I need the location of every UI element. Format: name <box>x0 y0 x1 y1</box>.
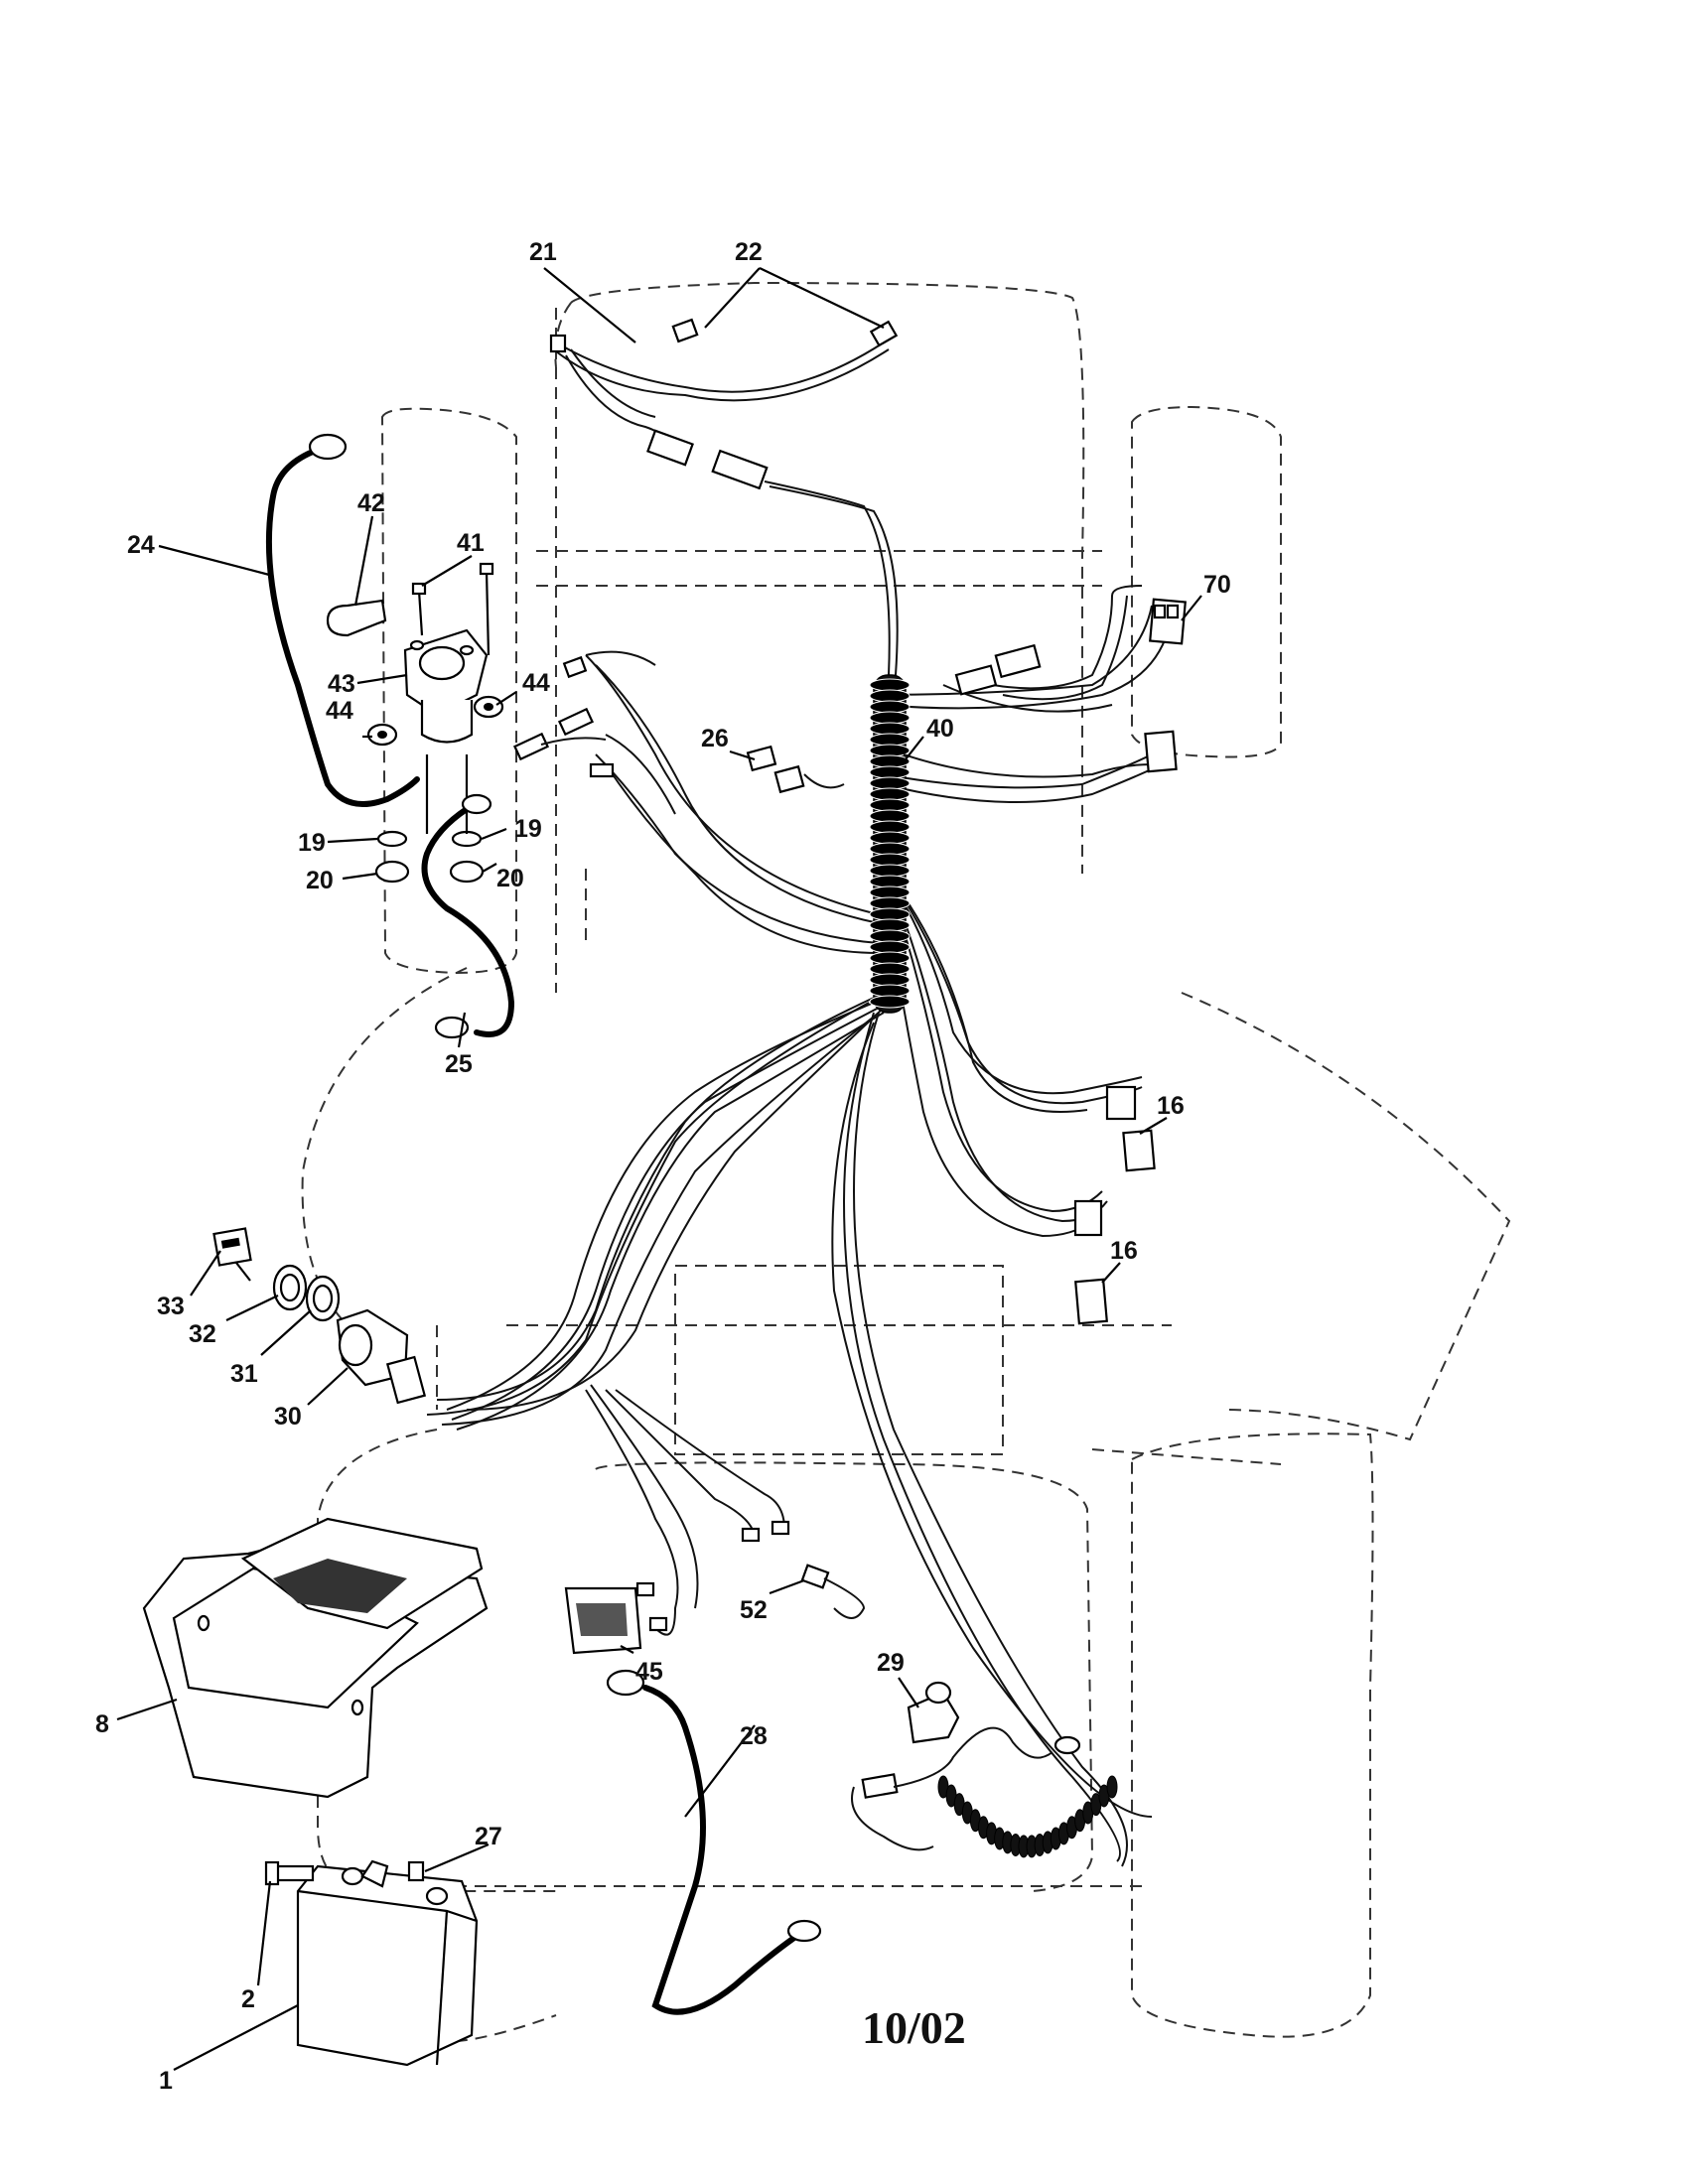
headlight-harness <box>549 318 899 676</box>
loom-ring <box>869 896 911 910</box>
label-45: 45 <box>635 1658 663 1686</box>
loom-ring <box>869 907 911 921</box>
label-20-left: 20 <box>306 867 334 894</box>
label-52: 52 <box>740 1596 768 1624</box>
loom-ring <box>869 842 911 856</box>
small-connectors <box>512 650 845 815</box>
label-44-right: 44 <box>522 669 550 697</box>
label-2: 2 <box>241 1985 255 2013</box>
loom-ring <box>869 809 911 823</box>
loom-ring <box>869 820 911 834</box>
loom-ring <box>869 689 911 703</box>
label-40: 40 <box>926 715 954 743</box>
chassis-outline <box>301 281 1511 2043</box>
label-44-left: 44 <box>326 697 353 725</box>
wire-loom <box>869 674 911 1014</box>
leader-lines <box>116 267 1202 2071</box>
label-16-lower: 16 <box>1110 1237 1138 1265</box>
loom-ring <box>869 995 911 1009</box>
loom-ring <box>869 886 911 899</box>
label-32: 32 <box>189 1320 216 1348</box>
label-27: 27 <box>475 1823 502 1850</box>
loom-ring <box>869 918 911 932</box>
label-43: 43 <box>328 670 355 698</box>
loom-ring <box>869 973 911 987</box>
loom-ring <box>869 853 911 867</box>
main-harness-bundle <box>426 605 1173 1867</box>
label-24: 24 <box>127 531 155 559</box>
label-22: 22 <box>735 238 763 266</box>
right-connectors <box>903 585 1187 1325</box>
label-41: 41 <box>457 529 485 557</box>
loom-ring <box>869 864 911 878</box>
cables <box>265 433 822 2015</box>
loom-ring <box>869 875 911 888</box>
misc-parts <box>564 1564 1118 1858</box>
callout-labels: 21 22 24 42 41 43 44 44 19 19 20 20 25 2… <box>95 238 1231 2095</box>
label-19-left: 19 <box>298 829 326 857</box>
label-20-right: 20 <box>496 865 524 892</box>
loom-ring <box>869 765 911 779</box>
label-19-right: 19 <box>514 815 542 843</box>
loom-ring <box>869 984 911 998</box>
loom-ring <box>869 798 911 812</box>
loom-ring <box>869 951 911 965</box>
loom-ring <box>869 776 911 790</box>
label-29: 29 <box>877 1649 905 1677</box>
loom-ring <box>869 940 911 954</box>
label-16-upper: 16 <box>1157 1092 1185 1120</box>
loom-ring <box>869 733 911 747</box>
label-25: 25 <box>445 1050 473 1078</box>
label-42: 42 <box>357 489 385 517</box>
label-33: 33 <box>157 1293 185 1320</box>
loom-ring <box>869 711 911 725</box>
loom-ring <box>869 700 911 714</box>
battery-box <box>142 1517 489 1799</box>
loom-ring <box>869 929 911 943</box>
label-21: 21 <box>529 238 557 266</box>
label-8: 8 <box>95 1710 109 1738</box>
battery <box>264 1859 479 2067</box>
label-26: 26 <box>701 725 729 752</box>
loom-ring <box>869 962 911 976</box>
label-1: 1 <box>159 2067 173 2095</box>
loom-ring <box>869 722 911 736</box>
loom-ring <box>869 787 911 801</box>
date-code: 10/02 <box>862 2002 966 2053</box>
ignition-switch <box>212 1227 427 1405</box>
label-28: 28 <box>740 1722 768 1750</box>
loom-ring <box>869 678 911 692</box>
label-31: 31 <box>230 1360 258 1388</box>
label-30: 30 <box>274 1403 302 1431</box>
solenoid-assembly <box>326 562 504 884</box>
label-70: 70 <box>1203 571 1231 599</box>
loom-ring <box>869 831 911 845</box>
coil-turn <box>1106 1775 1118 1799</box>
